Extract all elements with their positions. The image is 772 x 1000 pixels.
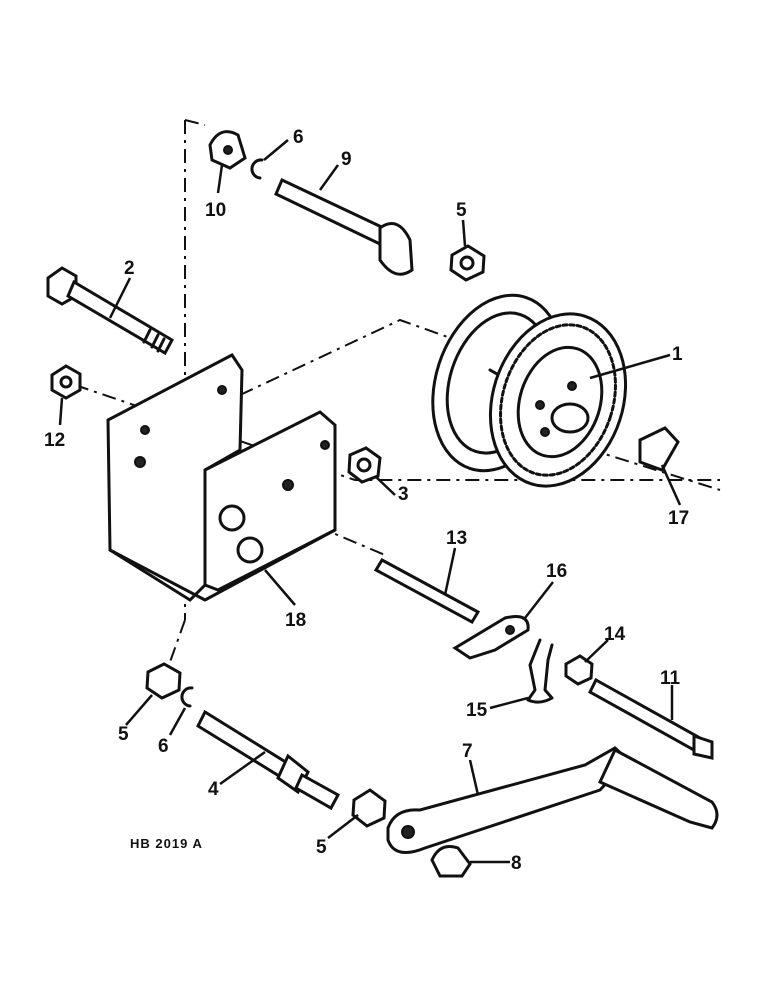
pawl-16 <box>452 615 530 660</box>
nut-12 <box>50 364 82 400</box>
callout-5-top: 5 <box>456 200 467 221</box>
gear-shaft-9 <box>274 177 414 276</box>
nut-5-top <box>449 244 486 282</box>
nut-5-bottom <box>351 788 387 828</box>
callout-7: 7 <box>462 741 473 762</box>
spring-clip-15 <box>526 638 554 704</box>
callout-13: 13 <box>446 528 467 549</box>
callout-4: 4 <box>208 779 219 800</box>
long-bolt <box>46 266 175 356</box>
callout-18: 18 <box>285 610 306 631</box>
callout-2: 2 <box>124 258 135 279</box>
callout-16: 16 <box>546 561 567 582</box>
hex-nut-3 <box>347 446 382 484</box>
callout-5-left: 5 <box>118 724 129 745</box>
callout-6-top: 6 <box>293 127 304 148</box>
callout-6-bottom: 6 <box>158 736 169 757</box>
snap-ring-6-top <box>250 158 264 180</box>
callout-15: 15 <box>466 700 488 721</box>
snap-ring-6-bottom <box>180 686 194 708</box>
drawing-code: HB 2019 A <box>130 836 203 851</box>
callout-3: 3 <box>398 484 409 505</box>
callout-17: 17 <box>668 508 689 529</box>
bracket-frame-18 <box>106 353 337 602</box>
callout-9: 9 <box>341 149 352 170</box>
callout-labels: 1 2 3 4 5 5 5 6 6 7 8 9 10 11 12 13 14 1… <box>44 127 689 874</box>
reel-drum-gear <box>431 293 628 488</box>
lock-plate-17 <box>638 426 680 472</box>
callout-8: 8 <box>511 853 522 874</box>
bolt-11 <box>588 677 714 760</box>
callout-11: 11 <box>660 668 681 689</box>
nut-14 <box>564 654 594 686</box>
callout-1: 1 <box>672 344 683 365</box>
callout-10: 10 <box>205 200 226 221</box>
callout-5-bottom: 5 <box>316 837 327 858</box>
callout-12: 12 <box>44 430 65 451</box>
pin-13 <box>373 557 481 625</box>
cap-nut-8 <box>430 845 472 878</box>
pinion-shaft-4 <box>196 709 341 811</box>
callout-14: 14 <box>604 624 626 645</box>
crank-handle-7 <box>386 746 719 854</box>
leader-lines <box>58 139 682 864</box>
bushing-10 <box>208 130 247 170</box>
nut-5-left <box>145 662 182 700</box>
